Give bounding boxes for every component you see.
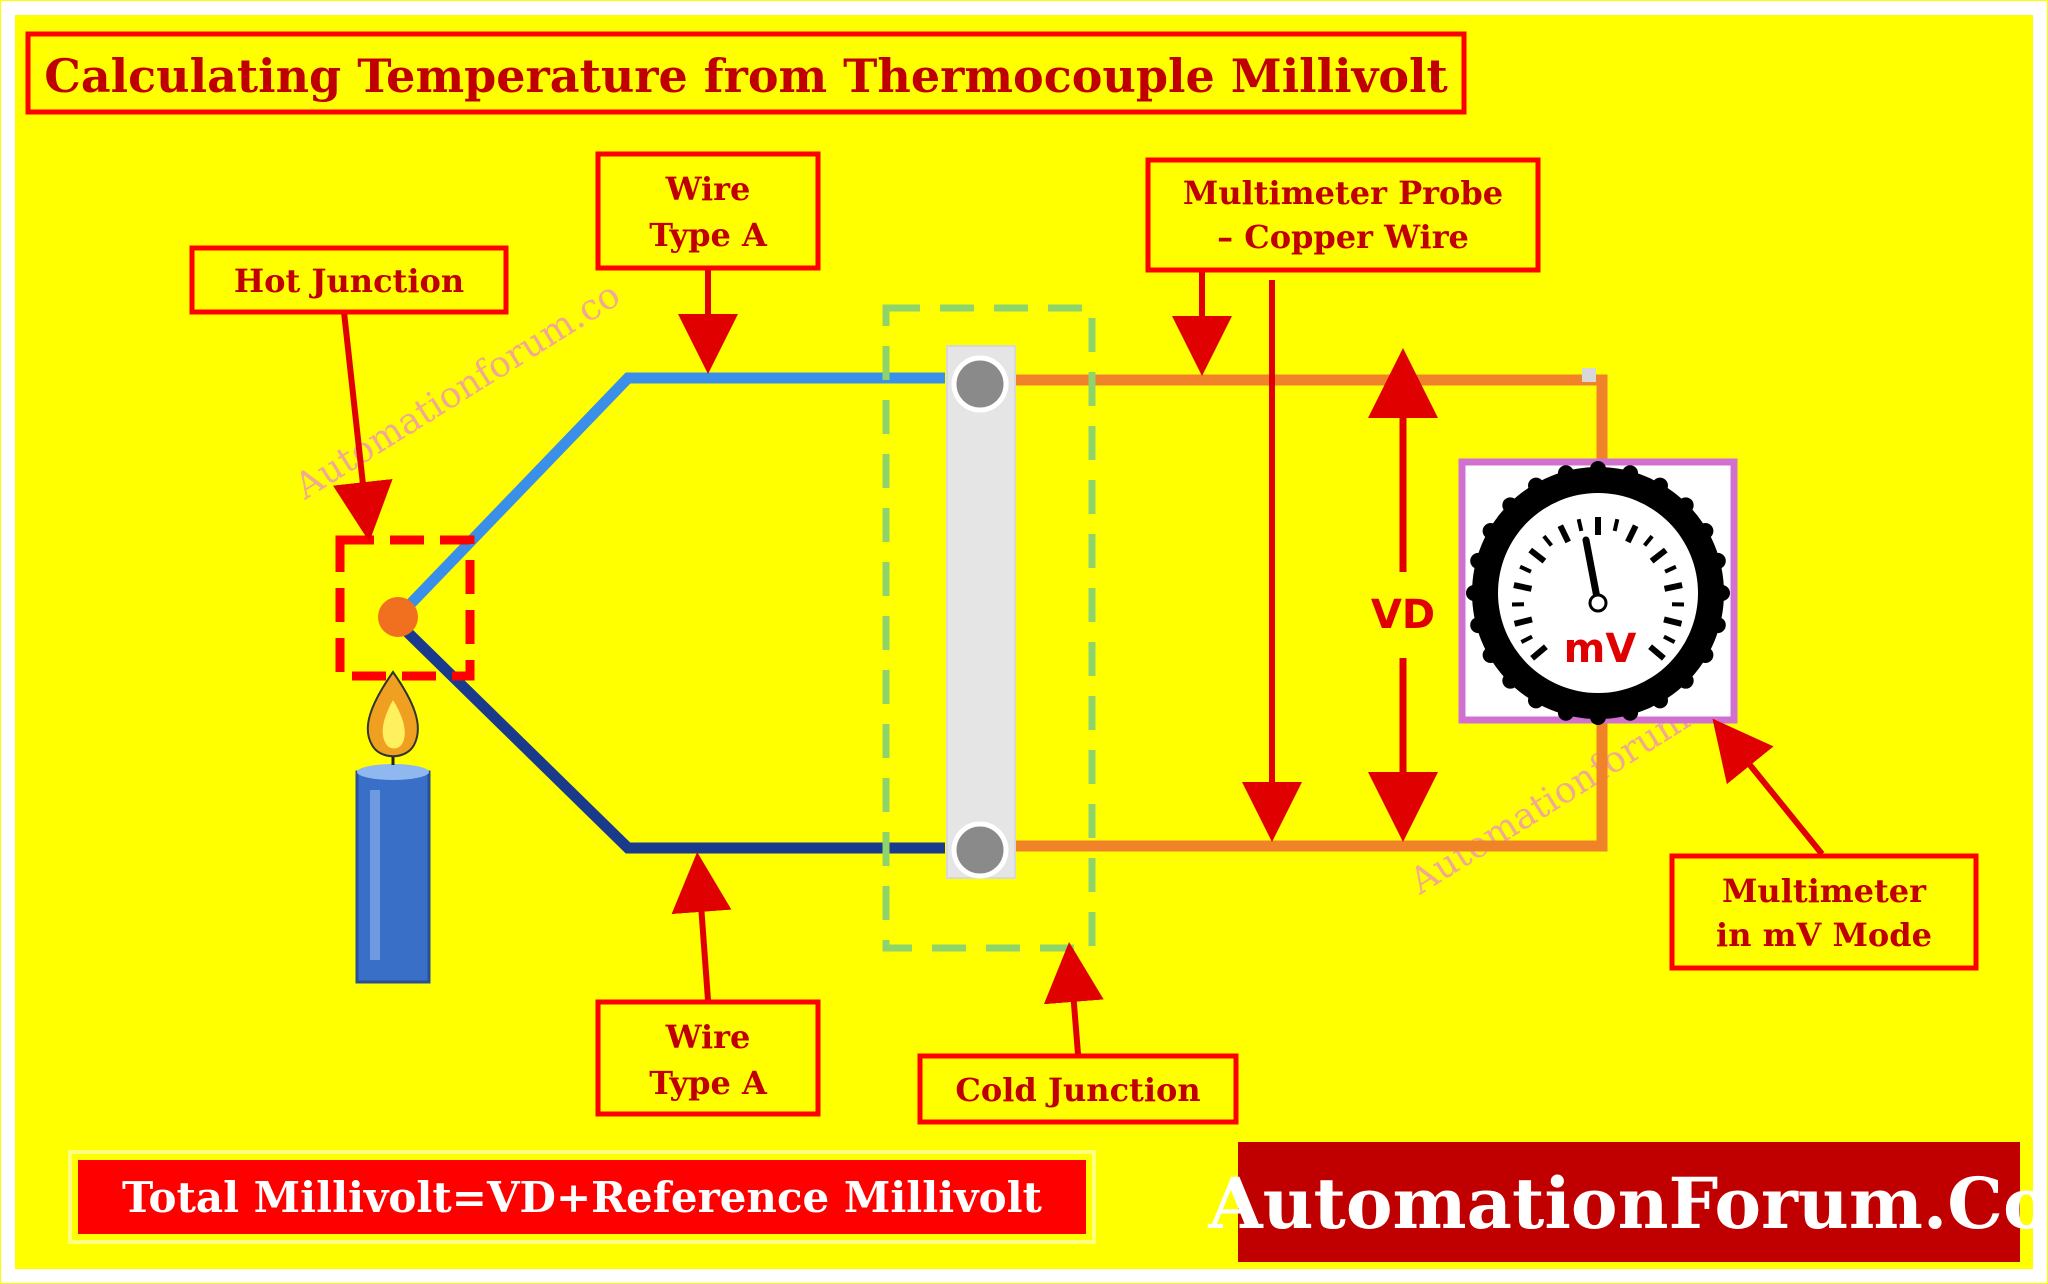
page-title-box: Calculating Temperature from Thermocoupl… [25,31,1467,115]
analog-meter-icon: mV [1466,461,1730,725]
wire-type-a-bottom [391,616,945,854]
meter-bezel-bump [1677,497,1694,514]
meter-tick [1542,534,1553,547]
meter-arrow [1712,718,1825,856]
svg-text:in mV Mode: in mV Mode [1716,916,1932,954]
meter-bezel-bump [1677,672,1694,689]
meter-tick [1519,564,1532,574]
meter-bezel-bump [1590,461,1606,477]
svg-text:Wire: Wire [665,170,751,208]
copper-wire-bottom [1015,722,1608,852]
wire-type-a-top [391,372,945,624]
meter-tick [1513,582,1533,592]
candle-flame-icon [366,670,419,758]
terminal-screw-bottom [951,821,1009,879]
meter-bezel-bump [1557,704,1574,721]
meter-unit-label: mV [1564,626,1637,672]
meter-tick [1557,524,1571,544]
meter-bezel-bump [1709,617,1726,634]
formula-text: Total Millivolt=VD+Reference Millivolt [122,1173,1043,1222]
meter-bezel-bump [1714,585,1730,601]
meter-bezel-bump [1470,552,1487,569]
meter-tick [1576,518,1584,532]
meter-tick [1612,518,1620,532]
hot-junction-label: Hot Junction [189,245,509,315]
meter-bezel-bump [1590,709,1606,725]
svg-text:Type A: Type A [649,1064,768,1102]
svg-text:Multimeter Probe: Multimeter Probe [1183,174,1503,212]
meter-tick [1625,524,1639,544]
terminal-screw-top [951,355,1009,413]
hot-junction-dot [378,597,418,637]
formula-box: Total Millivolt=VD+Reference Millivolt [68,1150,1096,1244]
meter-bezel-bump [1470,617,1487,634]
page-title: Calculating Temperature from Thermocoupl… [44,49,1448,103]
wire-bottom-arrow [671,852,732,1001]
meter-bezel-bump [1466,585,1482,601]
copper-wire-top [1015,374,1608,462]
brand-logo: AutomationForum.Co [1207,1142,2048,1262]
meter-bezel-bump [1482,647,1499,663]
vd-label: VD [1371,592,1435,638]
hot-junction-box [335,535,475,681]
meter-tick [1530,644,1548,661]
meter-bezel-bump [1697,647,1714,663]
meter-bezel-bump [1502,497,1519,514]
meter-tick [1520,634,1533,644]
meter-bezel-bump [1697,523,1714,539]
meter-tick [1663,582,1683,592]
brand-text: AutomationForum.Co [1207,1162,2048,1245]
meter-tick [1643,534,1654,547]
meter-bezel-bump [1482,523,1499,539]
svg-text:Cold Junction: Cold Junction [955,1071,1200,1109]
meter-tick [1664,564,1677,574]
meter-bezel-bump [1528,477,1544,494]
meter-tick [1528,547,1547,564]
meter-bezel-bump [1622,465,1639,482]
cold-junction-arrow [1043,942,1104,1055]
meter-tick [1663,616,1683,627]
meter-bezel-bump [1502,672,1519,689]
meter-tick [1513,616,1533,627]
svg-text:Multimeter: Multimeter [1722,872,1927,910]
meter-bezel-bump [1709,552,1726,569]
cold-junction-box [882,304,1096,952]
meter-bezel-bump [1528,692,1544,709]
cold-junction-label: Cold Junction [917,1053,1239,1125]
meter-tick [1649,547,1668,564]
multimeter-mode-label: Multimeter in mV Mode [1669,853,1979,971]
wire-type-a-top-label: Wire Type A [595,151,821,271]
svg-text:Wire: Wire [665,1018,751,1056]
svg-text:Type A: Type A [649,216,768,254]
meter-tick [1663,634,1676,644]
meter-bezel-bump [1557,465,1574,482]
wire-type-a-bottom-label: Wire Type A [595,999,821,1117]
terminal-block [946,345,1016,879]
hot-junction-arrow [332,311,393,542]
meter-bezel-bump [1652,692,1668,709]
multimeter-probe-label: Multimeter Probe – Copper Wire [1145,157,1541,273]
candle [355,752,431,984]
meter-tick [1648,644,1666,661]
meter-bezel-bump [1652,477,1668,494]
svg-text:– Copper Wire: – Copper Wire [1217,218,1469,256]
meter-bezel-bump [1622,704,1639,721]
svg-text:Hot Junction: Hot Junction [234,262,464,300]
